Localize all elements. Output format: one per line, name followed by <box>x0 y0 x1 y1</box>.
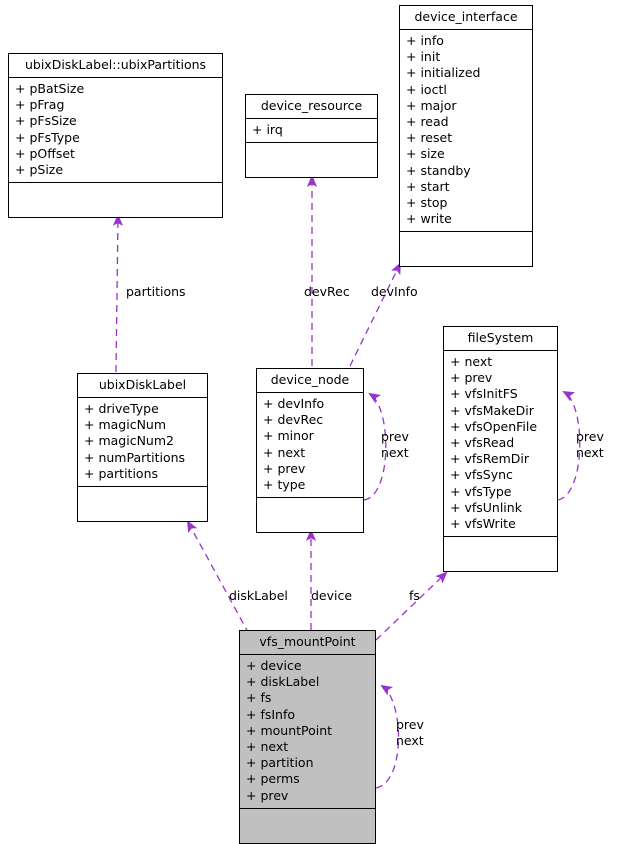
edge-label-partitions: partitions <box>126 284 186 299</box>
class-attributes-filesystem: + next + prev + vfsInitFS + vfsMakeDir +… <box>444 351 557 538</box>
attribute-row: + ioctl <box>406 81 447 97</box>
edge-label-filesystem-prev: prev <box>576 429 604 444</box>
class-operations-vfs-mountpoint <box>240 809 375 843</box>
attribute-row: + prev <box>450 370 493 386</box>
class-operations-filesystem <box>444 537 557 571</box>
attribute-row: + vfsRemDir <box>450 451 529 467</box>
attribute-row: + pBatSize <box>15 81 85 96</box>
class-title-filesystem: fileSystem <box>444 327 557 351</box>
class-attributes-ubix-partitions: + pBatSize + pFrag + pFsSize + pFsType +… <box>9 78 222 184</box>
attribute-row: + type <box>263 477 306 493</box>
attribute-row: + magicNum2 <box>84 433 174 449</box>
edge-devinfo <box>349 262 401 367</box>
class-operations-device-node <box>257 498 363 532</box>
class-operations-ubix-disk-label <box>78 487 207 521</box>
class-attributes-vfs-mountpoint: + device + diskLabel + fs + fsInfo + mou… <box>240 655 375 809</box>
attribute-row: + vfsUnlink <box>450 499 522 515</box>
attribute-row: + major <box>406 97 457 113</box>
attribute-row: + standby <box>406 162 471 178</box>
class-box-filesystem[interactable]: fileSystem + next + prev + vfsInitFS + v… <box>443 326 558 573</box>
attribute-row: + reset <box>406 130 453 146</box>
edge-label-mountpoint-prev: prev <box>396 717 424 732</box>
class-box-vfs-mountpoint[interactable]: vfs_mountPoint + device + diskLabel + fs… <box>239 630 376 844</box>
attribute-row: + pFrag <box>15 97 65 113</box>
class-title-ubix-disk-label: ubixDiskLabel <box>78 374 207 398</box>
class-attributes-device-resource: + irq <box>246 119 377 144</box>
edge-partitions <box>112 213 123 373</box>
attribute-row: + prev <box>246 787 289 803</box>
edge-label-disklabel: diskLabel <box>229 588 288 603</box>
attribute-row: + read <box>406 114 449 130</box>
attribute-row: + devInfo <box>263 396 325 411</box>
class-title-device-interface: device_interface <box>400 6 532 30</box>
attribute-row: + vfsOpenFile <box>450 418 538 434</box>
attribute-row: + pSize <box>15 162 64 178</box>
attribute-row: + device <box>246 658 302 673</box>
class-attributes-device-node: + devInfo + devRec + minor + next + prev… <box>257 393 363 499</box>
class-box-device-node[interactable]: device_node + devInfo + devRec + minor +… <box>256 368 364 534</box>
attribute-row: + next <box>263 444 306 460</box>
class-attributes-device-interface: + info + init + initialized + ioctl + ma… <box>400 30 532 233</box>
edge-label-devicenode-next: next <box>381 445 409 460</box>
attribute-row: + partitions <box>84 465 159 481</box>
edge-disklabel <box>187 520 250 635</box>
class-box-device-interface[interactable]: device_interface + info + init + initial… <box>399 5 533 268</box>
edge-label-devicenode-prev: prev <box>381 429 409 444</box>
attribute-row: + size <box>406 146 445 162</box>
edge-label-filesystem-next: next <box>576 445 604 460</box>
attribute-row: + vfsType <box>450 483 512 499</box>
edge-fs <box>375 571 448 641</box>
attribute-row: + prev <box>263 460 306 476</box>
attribute-row: + info <box>406 33 444 48</box>
class-title-ubix-partitions: ubixDiskLabel::ubixPartitions <box>9 54 222 78</box>
class-title-device-resource: device_resource <box>246 95 377 119</box>
edge-label-device: device <box>311 588 353 603</box>
edge-label-devinfo: devInfo <box>371 284 418 299</box>
attribute-row: + initialized <box>406 65 481 81</box>
attribute-row: + next <box>246 739 289 755</box>
attribute-row: + partition <box>246 755 314 771</box>
attribute-row: + vfsInitFS <box>450 386 518 402</box>
attribute-row: + numPartitions <box>84 449 186 465</box>
class-operations-device-interface <box>400 232 532 266</box>
class-box-ubix-disk-label[interactable]: ubixDiskLabel + driveType + magicNum + m… <box>77 373 208 523</box>
attribute-row: + diskLabel <box>246 674 320 690</box>
class-attributes-ubix-disk-label: + driveType + magicNum + magicNum2 + num… <box>78 398 207 488</box>
attribute-row: + pFsSize <box>15 113 77 129</box>
attribute-row: + vfsWrite <box>450 516 516 532</box>
class-title-vfs-mountpoint: vfs_mountPoint <box>240 631 375 655</box>
class-operations-ubix-partitions <box>9 183 222 217</box>
attribute-row: + magicNum <box>84 417 167 433</box>
attribute-row: + driveType <box>84 401 159 416</box>
class-operations-device-resource <box>246 143 377 177</box>
attribute-row: + start <box>406 178 450 194</box>
attribute-row: + perms <box>246 771 300 787</box>
attribute-row: + pFsType <box>15 129 80 145</box>
attribute-row: + irq <box>252 122 283 137</box>
class-box-ubix-partitions[interactable]: ubixDiskLabel::ubixPartitions + pBatSize… <box>8 53 223 219</box>
attribute-row: + stop <box>406 195 448 211</box>
attribute-row: + minor <box>263 428 314 444</box>
attribute-row: + vfsRead <box>450 435 515 451</box>
edge-label-mountpoint-next: next <box>396 733 424 748</box>
attribute-row: + devRec <box>263 412 324 428</box>
class-title-device-node: device_node <box>257 369 363 393</box>
attribute-row: + vfsMakeDir <box>450 402 534 418</box>
attribute-row: + next <box>450 354 493 369</box>
class-box-device-resource[interactable]: device_resource + irq <box>245 94 378 179</box>
attribute-row: + fsInfo <box>246 706 296 722</box>
attribute-row: + fs <box>246 690 272 706</box>
attribute-row: + mountPoint <box>246 722 333 738</box>
edge-label-fs: fs <box>409 588 420 603</box>
attribute-row: + write <box>406 211 452 227</box>
attribute-row: + init <box>406 49 441 65</box>
attribute-row: + vfsSync <box>450 467 513 483</box>
attribute-row: + pOffset <box>15 145 75 161</box>
edge-label-devrec: devRec <box>304 284 350 299</box>
